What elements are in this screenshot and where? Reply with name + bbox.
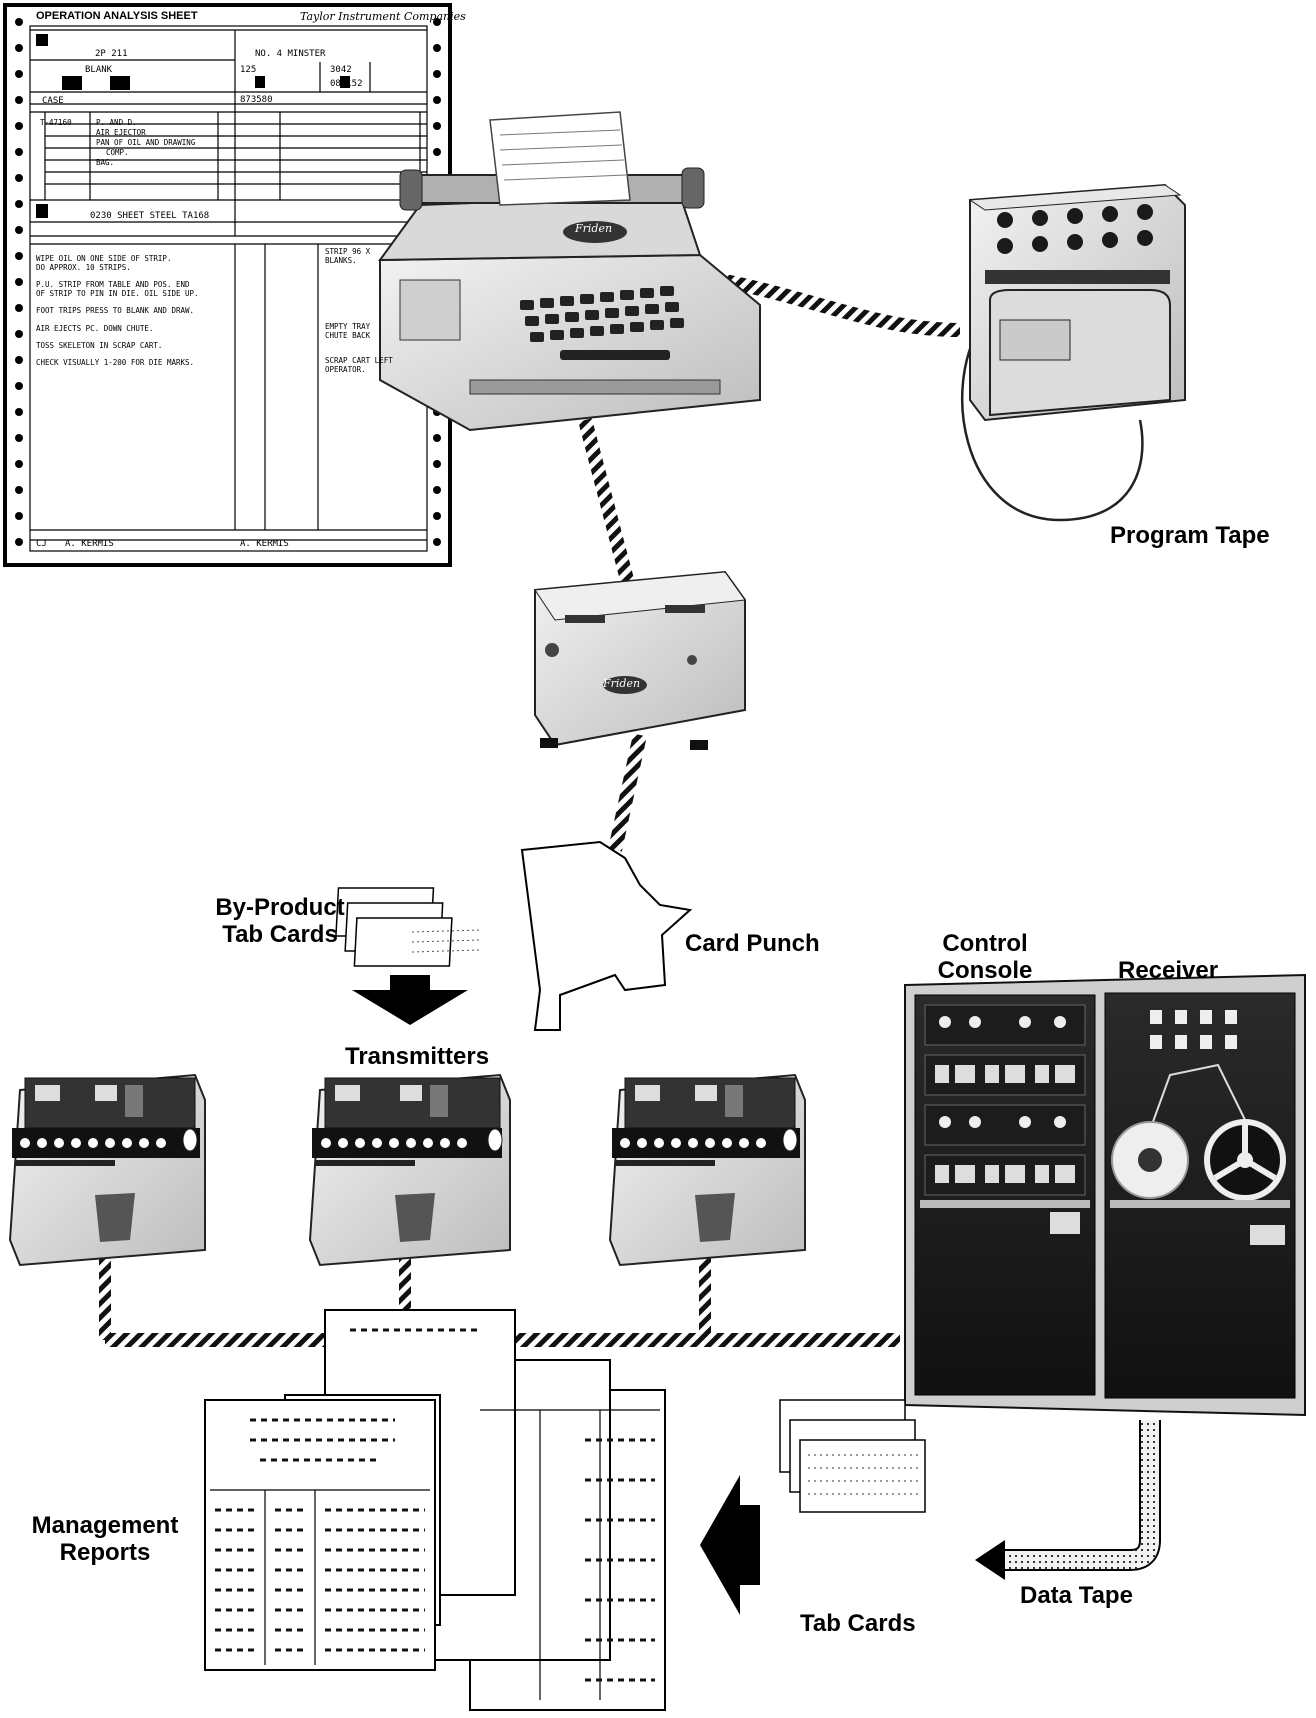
- sheet-op-7: TOSS SKELETON IN SCRAP CART.: [36, 341, 162, 350]
- label-byproduct-line1: By-Product: [195, 894, 365, 921]
- label-data-tape: Data Tape: [1020, 1582, 1133, 1609]
- sheet-op-8: CHECK VISUALLY 1-200 FOR DIE MARKS.: [36, 358, 194, 367]
- sheet-part-name: CASE: [42, 97, 64, 106]
- label-transmitters: Transmitters: [345, 1043, 489, 1070]
- sheet-dept: 125: [240, 66, 256, 75]
- sheet-key-6: OPERATOR.: [325, 365, 366, 374]
- label-tab-cards: Tab Cards: [800, 1610, 916, 1637]
- sheet-machine: NO. 4 MINSTER: [255, 50, 325, 59]
- sheet-key-3: EMPTY TRAY: [325, 322, 370, 331]
- label-card-punch: Card Punch: [685, 930, 820, 957]
- left-arrow: [700, 1475, 760, 1615]
- sheet-key-4: CHUTE BACK: [325, 331, 370, 340]
- sheet-op-4: OF STRIP TO PIN IN DIE. OIL SIDE UP.: [36, 289, 199, 298]
- data-tape: [975, 1420, 1150, 1580]
- sheet-part-no: 2P 211: [95, 50, 128, 59]
- program-tape-unit: [970, 185, 1185, 420]
- sheet-tool-4: COMP.: [106, 148, 129, 157]
- transmitter-3: [610, 1075, 805, 1265]
- transmitter-2: [310, 1075, 510, 1265]
- label-program-tape: Program Tape: [1110, 522, 1270, 549]
- down-arrow: [352, 975, 468, 1025]
- sheet-op-2: DO APPROX. 10 STRIPS.: [36, 263, 131, 272]
- sheet-company: Taylor Instrument Companies: [300, 10, 466, 23]
- label-management-line1: Management: [15, 1512, 195, 1539]
- sheet-num3: 873580: [240, 96, 273, 105]
- tape-punch-brand: Friden: [603, 677, 640, 690]
- label-control-console-line1: Control: [920, 930, 1050, 957]
- tape-punch-unit: [535, 572, 745, 750]
- label-byproduct-line2: Tab Cards: [195, 921, 365, 948]
- cable-tape-punch-to-card-punch: [615, 735, 640, 850]
- card-punch-outline: [522, 842, 690, 1030]
- sheet-tool-5: BAG.: [96, 158, 114, 167]
- typewriter-brand: Friden: [575, 222, 612, 235]
- sheet-tool-3: PAN OF OIL AND DRAWING: [96, 138, 195, 147]
- sheet-tool-no: T-47160: [40, 118, 72, 127]
- label-control-console-line2: Console: [920, 957, 1050, 984]
- sheet-key-5: SCRAP CART LEFT: [325, 356, 393, 365]
- sheet-op-6: AIR EJECTS PC. DOWN CHUTE.: [36, 324, 153, 333]
- sheet-title: OPERATION ANALYSIS SHEET: [36, 10, 198, 22]
- sheet-blank: BLANK: [85, 66, 112, 75]
- sheet-num1: 3042: [330, 66, 352, 75]
- sheet-footer-left: CJ: [36, 540, 47, 549]
- sheet-footer-engineer: A. KERMIS: [240, 540, 289, 549]
- sheet-num2: 081152: [330, 80, 363, 89]
- sheet-key-1: STRIP 96 X: [325, 247, 370, 256]
- label-management-line2: Reports: [15, 1539, 195, 1566]
- sheet-key-2: BLANKS.: [325, 256, 357, 265]
- sheet-op-5: FOOT TRIPS PRESS TO BLANK AND DRAW.: [36, 306, 194, 315]
- output-tab-cards: [780, 1400, 925, 1512]
- label-receiver: Receiver: [1118, 957, 1218, 984]
- sheet-material: 0230 SHEET STEEL TA168: [90, 212, 209, 221]
- sheet-op-1: WIPE OIL ON ONE SIDE OF STRIP.: [36, 254, 171, 263]
- sheet-footer-writer: A. KERMIS: [65, 540, 114, 549]
- management-reports-stack: [205, 1310, 665, 1710]
- sheet-tool-2: AIR EJECTOR: [96, 128, 146, 137]
- sheet-tool-1: P. AND D.: [96, 118, 137, 127]
- receiver-cabinet: [1105, 993, 1295, 1398]
- sheet-op-3: P.U. STRIP FROM TABLE AND POS. END: [36, 280, 190, 289]
- transmitter-1: [10, 1075, 205, 1265]
